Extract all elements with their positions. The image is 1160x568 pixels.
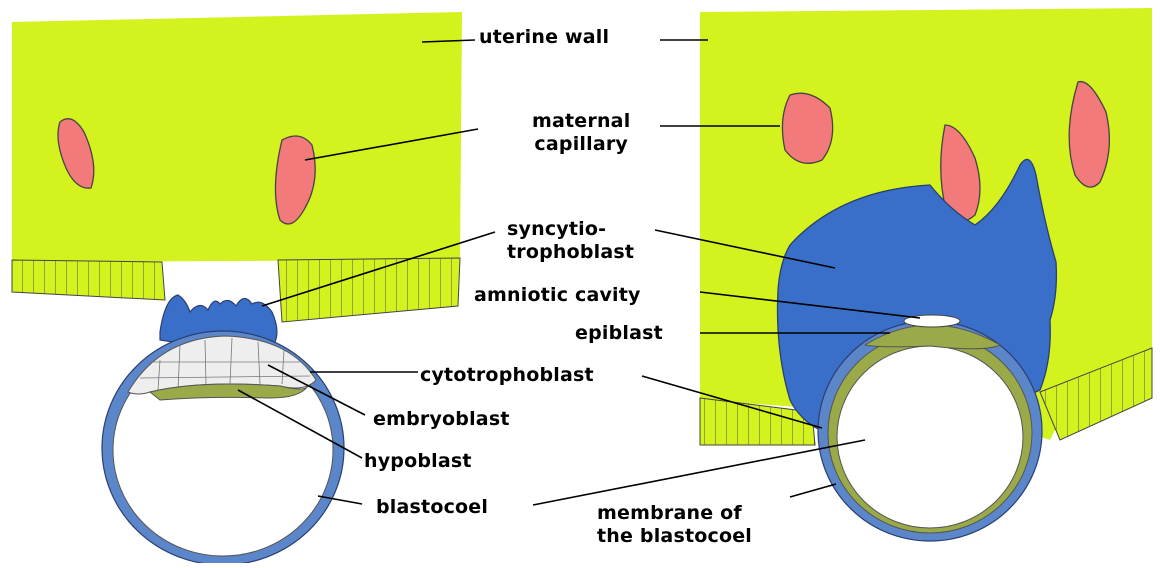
label-amniotic-cavity: amniotic cavity bbox=[474, 284, 641, 307]
label-blastocoel: blastocoel bbox=[376, 496, 488, 519]
label-syncytiotrophoblast: syncytio- trophoblast bbox=[507, 218, 634, 264]
right-capillary-1 bbox=[782, 93, 832, 163]
label-cytotrophoblast: cytotrophoblast bbox=[420, 364, 594, 387]
label-uterine-wall: uterine wall bbox=[479, 26, 609, 49]
right-blastocoel-cavity bbox=[837, 346, 1023, 528]
label-epiblast: epiblast bbox=[575, 322, 663, 345]
label-hypoblast: hypoblast bbox=[364, 450, 472, 473]
label-maternal-capillary: maternal capillary bbox=[532, 110, 630, 156]
label-membrane-of-blastocoel: membrane of the blastocoel bbox=[597, 502, 752, 548]
label-embryoblast: embryoblast bbox=[373, 408, 510, 431]
